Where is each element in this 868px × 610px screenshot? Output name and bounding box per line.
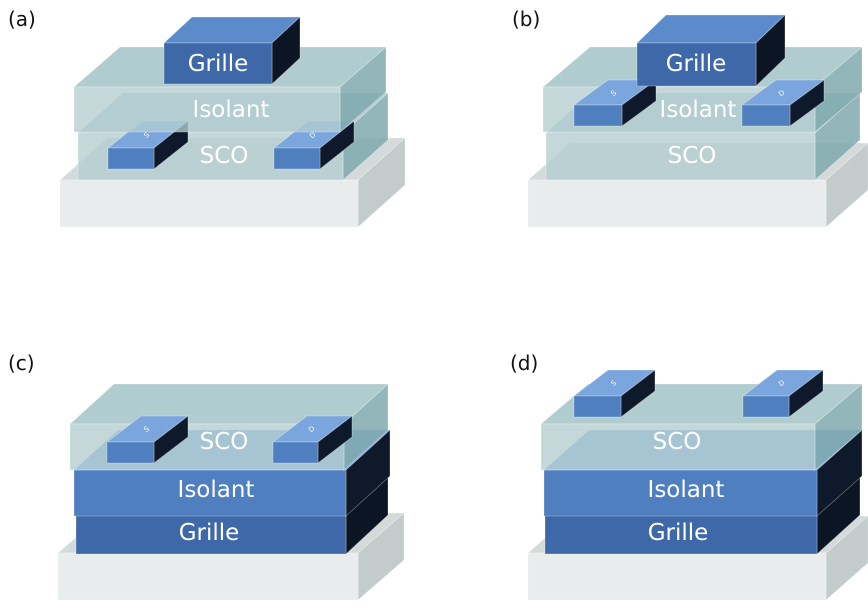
substrate-front: [527, 179, 827, 228]
drain-electrode: D: [741, 369, 825, 418]
drain-letter: D: [777, 379, 786, 389]
drain-front: [741, 104, 791, 127]
drain-front: [742, 395, 790, 418]
source-front: [107, 147, 155, 170]
gate-label: Grille: [188, 51, 249, 77]
gate-electrode: [162, 16, 302, 85]
source-letter: S: [143, 425, 152, 434]
source-letter: S: [610, 89, 619, 98]
gate-front: [163, 42, 273, 85]
panel-a: (a) S D: [8, 7, 407, 228]
gate-label: Grille: [648, 520, 709, 546]
source-letter: S: [143, 131, 152, 140]
panel-label-b: (b): [512, 7, 540, 31]
panel-label-d: (d): [510, 351, 538, 375]
gate-label: Grille: [179, 520, 240, 546]
source-electrode: S: [572, 369, 657, 418]
sco-front: [540, 423, 816, 471]
panel-b: (b) S D: [512, 7, 868, 228]
drain-electrode: D: [271, 415, 354, 464]
insulator-label: Isolant: [178, 477, 255, 503]
drain-letter: D: [308, 131, 317, 141]
substrate-front: [57, 552, 359, 601]
insulator-label: Isolant: [660, 97, 737, 123]
drain-letter: D: [777, 89, 786, 99]
sco-label: SCO: [200, 429, 249, 455]
substrate-front: [59, 179, 359, 228]
insulator-label: Isolant: [193, 97, 270, 123]
sco-label: SCO: [653, 429, 702, 455]
source-letter: S: [610, 379, 619, 388]
panel-d: (d) S: [510, 351, 868, 601]
source-electrode: S: [105, 415, 190, 464]
drain-front: [272, 441, 319, 464]
drain-electrode: D: [740, 79, 826, 127]
gate-front: [636, 42, 757, 87]
sco-label: SCO: [200, 143, 249, 169]
drain-letter: D: [307, 425, 316, 435]
source-front: [106, 441, 155, 464]
source-front: [573, 104, 623, 127]
drain-electrode: D: [272, 120, 356, 170]
insulator-front: [73, 86, 341, 133]
source-front: [573, 395, 622, 418]
gate-label: Grille: [666, 51, 727, 77]
sco-front: [545, 132, 816, 181]
sco-label: SCO: [668, 143, 717, 169]
source-electrode: S: [572, 79, 658, 127]
insulator-label: Isolant: [648, 477, 725, 503]
gate-electrode: [636, 14, 786, 87]
panel-label-c: (c): [8, 351, 35, 375]
drain-front: [273, 147, 321, 170]
panel-c: (c) S: [8, 351, 406, 601]
substrate-front: [527, 552, 827, 601]
panel-label-a: (a): [8, 7, 36, 31]
